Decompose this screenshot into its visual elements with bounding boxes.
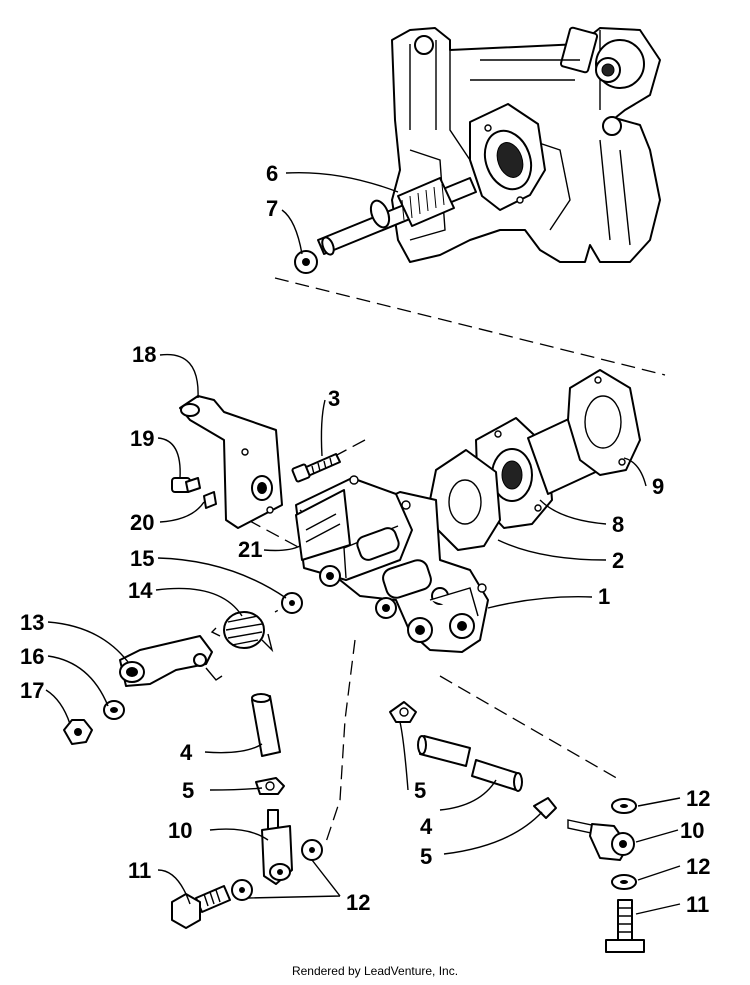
callout-4-right: 4: [420, 814, 433, 839]
bracket-assembly: [171, 395, 283, 529]
left-linkage: [171, 693, 323, 929]
callout-17: 17: [20, 678, 44, 703]
callout-11-right: 11: [686, 892, 709, 917]
engine-crankcase: [391, 26, 661, 263]
callout-19: 19: [130, 426, 154, 451]
cap-screw: [291, 453, 341, 483]
callout-13: 13: [20, 610, 44, 635]
callout-21: 21: [238, 537, 262, 562]
callout-18: 18: [132, 342, 156, 367]
callout-16: 16: [20, 644, 44, 669]
callouts: 6 7 18 3 19 20 21 15 14 13 16 17 4 5 10 …: [20, 161, 710, 917]
callout-1: 1: [598, 584, 610, 609]
callout-11-left: 11: [128, 858, 151, 883]
callout-10-right: 10: [680, 818, 704, 843]
callout-15: 15: [130, 546, 154, 571]
callout-7: 7: [266, 196, 278, 221]
spring-and-washer: [210, 592, 303, 653]
callout-5-right-top: 5: [414, 778, 426, 803]
oil-pump-body: [295, 369, 641, 653]
callout-12-left: 12: [346, 890, 370, 915]
throttle-lever: [63, 635, 223, 745]
callout-8: 8: [612, 512, 624, 537]
callout-4-left: 4: [180, 740, 193, 765]
callout-9: 9: [652, 474, 664, 499]
right-linkage: [389, 701, 645, 953]
callout-6: 6: [266, 161, 278, 186]
callout-2: 2: [612, 548, 624, 573]
callout-10-left: 10: [168, 818, 192, 843]
callout-12-right-top: 12: [686, 786, 710, 811]
footer-credit: Rendered by LeadVenture, Inc.: [291, 964, 459, 978]
callout-5-right-bottom: 5: [420, 844, 432, 869]
callout-5-left: 5: [182, 778, 194, 803]
drive-shaft-and-gear: [294, 177, 477, 274]
callout-14: 14: [128, 578, 153, 603]
callout-20: 20: [130, 510, 154, 535]
callout-12-right-bottom: 12: [686, 854, 710, 879]
leader-lines: [45, 171, 681, 915]
callout-3: 3: [328, 386, 340, 411]
